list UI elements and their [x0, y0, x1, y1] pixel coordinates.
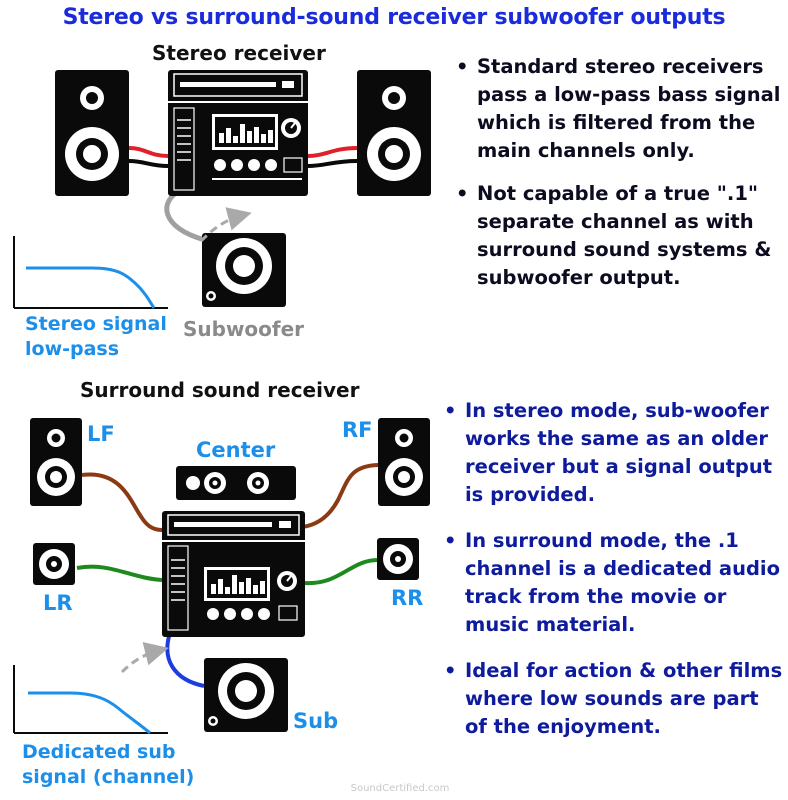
- surround-bullet-2: In surround mode, the .1 channel is a de…: [440, 527, 785, 639]
- surround-wires: [76, 463, 379, 688]
- surround-sub-signal-graph: [13, 642, 169, 735]
- surround-lr-speaker: [33, 543, 75, 585]
- stereo-lowpass-graph: [13, 207, 252, 309]
- sub-label: Sub: [293, 709, 339, 733]
- surround-receiver-heading: Surround sound receiver: [80, 378, 360, 402]
- stereo-bullet-list: Standard stereo receivers pass a low-pas…: [452, 53, 782, 307]
- surround-rr-speaker: [377, 538, 419, 580]
- surround-bullet-3: Ideal for action & other films where low…: [440, 657, 785, 741]
- lf-label: LF: [87, 422, 115, 446]
- surround-graph-label-line2: signal (channel): [22, 766, 195, 788]
- watermark: SoundCertified.com: [350, 783, 450, 794]
- stereo-receiver-heading: Stereo receiver: [152, 41, 326, 65]
- rr-label: RR: [391, 586, 424, 610]
- lr-label: LR: [43, 591, 73, 615]
- surround-bullet-list: In stereo mode, sub-woofer works the sam…: [440, 397, 785, 759]
- center-label: Center: [196, 438, 276, 462]
- stereo-graph-label-line1: Stereo signal: [25, 313, 167, 335]
- rf-label: RF: [342, 418, 373, 442]
- page-title: Stereo vs surround-sound receiver subwoo…: [62, 5, 726, 30]
- stereo-graph-label-line2: low-pass: [25, 338, 120, 360]
- surround-graph-label-line1: Dedicated sub: [22, 741, 176, 763]
- stereo-left-speaker: [55, 70, 129, 196]
- stereo-subwoofer: [202, 233, 286, 307]
- stereo-bullet-1: Standard stereo receivers pass a low-pas…: [452, 53, 782, 165]
- stereo-right-speaker: [357, 70, 431, 196]
- surround-center-speaker: [176, 466, 296, 500]
- stereo-subwoofer-label: Subwoofer: [183, 317, 305, 341]
- stereo-bullet-2: Not capable of a true ".1" separate chan…: [452, 180, 782, 292]
- surround-receiver-unit: [162, 511, 305, 637]
- surround-subwoofer: [204, 658, 288, 732]
- surround-bullet-1: In stereo mode, sub-woofer works the sam…: [440, 397, 785, 509]
- stereo-receiver-unit: [167, 69, 309, 197]
- surround-rf-speaker: [378, 418, 430, 506]
- surround-lf-speaker: [30, 418, 82, 506]
